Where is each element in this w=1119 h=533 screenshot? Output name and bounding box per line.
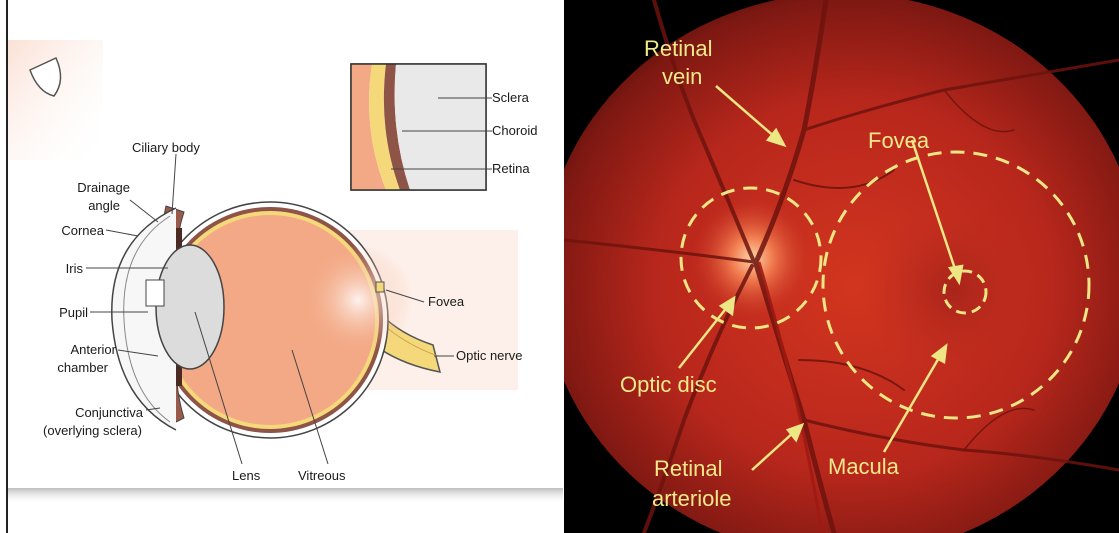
lens xyxy=(156,245,224,369)
leader-cornea xyxy=(106,230,138,236)
macula-shading xyxy=(864,200,1044,380)
eye-anatomy-svg: Sclera Choroid Retina Ciliary body Drain… xyxy=(8,0,563,533)
layer-inset xyxy=(351,64,486,190)
leader-drainage-angle xyxy=(130,200,158,222)
label-vitreous: Vitreous xyxy=(298,468,346,483)
label-cornea: Cornea xyxy=(61,223,104,238)
label-anterior-line2: chamber xyxy=(57,360,108,375)
leader-ciliary-body xyxy=(172,154,176,214)
fundus-photo: Retinal vein Fovea Optic disc Retinal ar… xyxy=(564,0,1119,533)
label-retinal-arteriole-line1: Retinal xyxy=(654,456,722,481)
label-lens: Lens xyxy=(232,468,261,483)
label-macula: Macula xyxy=(828,454,900,479)
label-drainage-line1: Drainage xyxy=(77,180,130,195)
label-conjunctiva-line1: Conjunctiva xyxy=(75,405,144,420)
label-choroid: Choroid xyxy=(492,123,538,138)
eye-anatomy-diagram: Sclera Choroid Retina Ciliary body Drain… xyxy=(8,0,563,533)
drop-shadow xyxy=(8,488,563,504)
fovea-glow xyxy=(303,245,413,355)
fovea-marker xyxy=(376,282,384,292)
label-ciliary-body: Ciliary body xyxy=(132,140,200,155)
label-retinal-vein-line1: Retinal xyxy=(644,36,712,61)
label-iris: Iris xyxy=(66,261,84,276)
label-drainage-line2: angle xyxy=(88,198,120,213)
pupil xyxy=(146,280,164,306)
label-retinal-arteriole-line2: arteriole xyxy=(652,486,731,511)
label-anterior-line1: Anterior xyxy=(70,342,116,357)
label-sclera: Sclera xyxy=(492,90,530,105)
label-fovea: Fovea xyxy=(428,294,465,309)
label-optic-nerve: Optic nerve xyxy=(456,348,522,363)
label-optic-disc: Optic disc xyxy=(620,372,717,397)
label-pupil: Pupil xyxy=(59,305,88,320)
label-retinal-vein-line2: vein xyxy=(662,64,702,89)
inset-sclera xyxy=(395,64,486,190)
label-fovea: Fovea xyxy=(868,128,930,153)
label-conjunctiva-line2: (overlying sclera) xyxy=(43,423,142,438)
fundus-svg: Retinal vein Fovea Optic disc Retinal ar… xyxy=(564,0,1119,533)
label-retina: Retina xyxy=(492,161,530,176)
